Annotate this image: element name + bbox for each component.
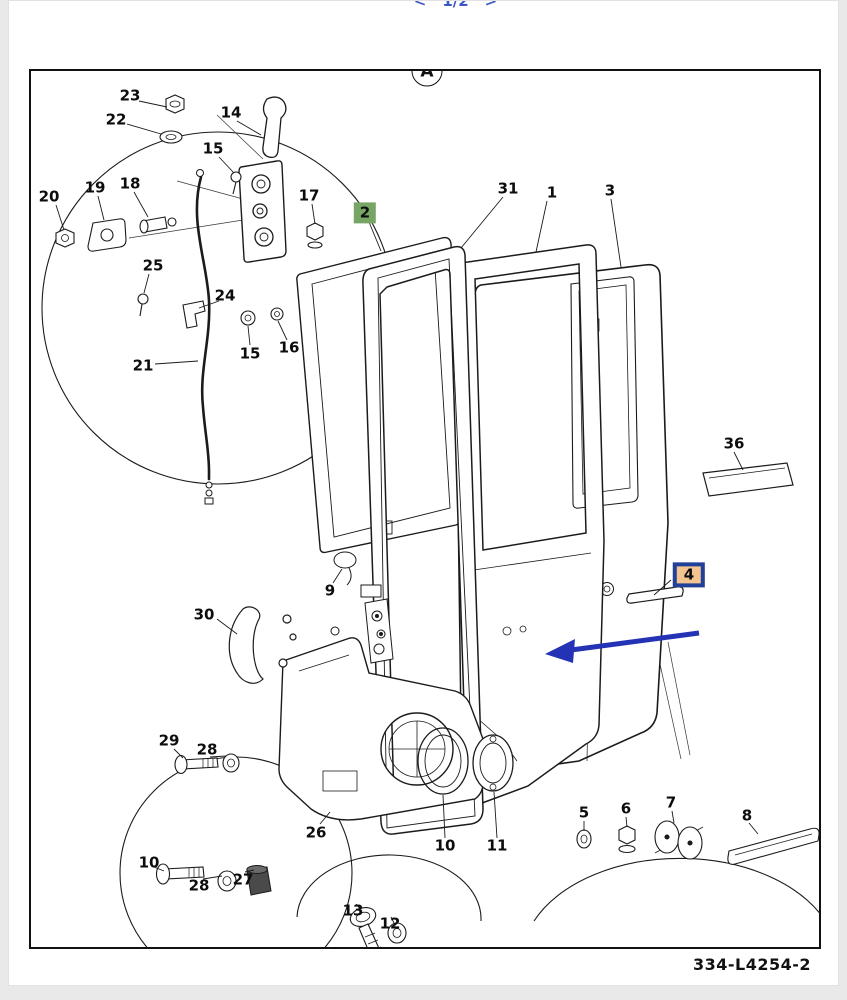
- callout-14[interactable]: 14: [220, 103, 242, 122]
- callout-16[interactable]: 16: [278, 338, 300, 357]
- callout-24[interactable]: 24: [214, 286, 236, 305]
- direction-arrow-icon: [545, 630, 700, 663]
- callout-21[interactable]: 21: [132, 356, 154, 375]
- callout-23[interactable]: 23: [119, 86, 141, 105]
- callout-13[interactable]: 13: [342, 901, 364, 920]
- callout-22[interactable]: 22: [105, 110, 127, 129]
- callout-25[interactable]: 25: [142, 256, 164, 275]
- callout-6[interactable]: 6: [620, 799, 632, 818]
- small-fasteners-top: [55, 94, 324, 329]
- callout-15[interactable]: 15: [239, 344, 261, 363]
- callout-4[interactable]: 4: [672, 562, 706, 588]
- pagination: < 1/2 >: [413, 0, 498, 10]
- callout-27[interactable]: 27: [232, 870, 254, 889]
- callout-7[interactable]: 7: [665, 793, 677, 812]
- page-next-button[interactable]: >: [484, 0, 498, 10]
- callout-10[interactable]: 10: [138, 853, 160, 872]
- diagram-frame: A: [29, 69, 821, 949]
- callout-26[interactable]: 26: [305, 823, 327, 842]
- callout-5[interactable]: 5: [578, 803, 590, 822]
- page-prev-button[interactable]: <: [413, 0, 427, 10]
- leader-lines: [55, 100, 759, 926]
- callout-28[interactable]: 28: [188, 876, 210, 895]
- callout-30[interactable]: 30: [193, 605, 215, 624]
- callout-28[interactable]: 28: [196, 740, 218, 759]
- callout-20[interactable]: 20: [38, 187, 60, 206]
- callout-18[interactable]: 18: [119, 174, 141, 193]
- callout-1[interactable]: 1: [546, 183, 558, 202]
- callout-29[interactable]: 29: [158, 731, 180, 750]
- callout-15[interactable]: 15: [202, 139, 224, 158]
- callout-12[interactable]: 12: [379, 914, 401, 933]
- catalog-page: < 1/2 > A: [8, 0, 839, 986]
- callout-3[interactable]: 3: [604, 181, 616, 200]
- callout-2[interactable]: 2: [353, 202, 377, 224]
- diagram-artwork: [41, 94, 819, 947]
- callout-9[interactable]: 9: [324, 581, 336, 600]
- callout-8[interactable]: 8: [741, 806, 753, 825]
- callout-10[interactable]: 10: [434, 836, 456, 855]
- callout-31[interactable]: 31: [497, 179, 519, 198]
- callout-11[interactable]: 11: [486, 836, 508, 855]
- callout-17[interactable]: 17: [298, 186, 320, 205]
- handle-assembly: [238, 96, 287, 263]
- drawing-number: 334-L4254-2: [692, 955, 811, 974]
- page-indicator: 1/2: [442, 0, 469, 10]
- callout-19[interactable]: 19: [84, 178, 106, 197]
- callout-36[interactable]: 36: [723, 434, 745, 453]
